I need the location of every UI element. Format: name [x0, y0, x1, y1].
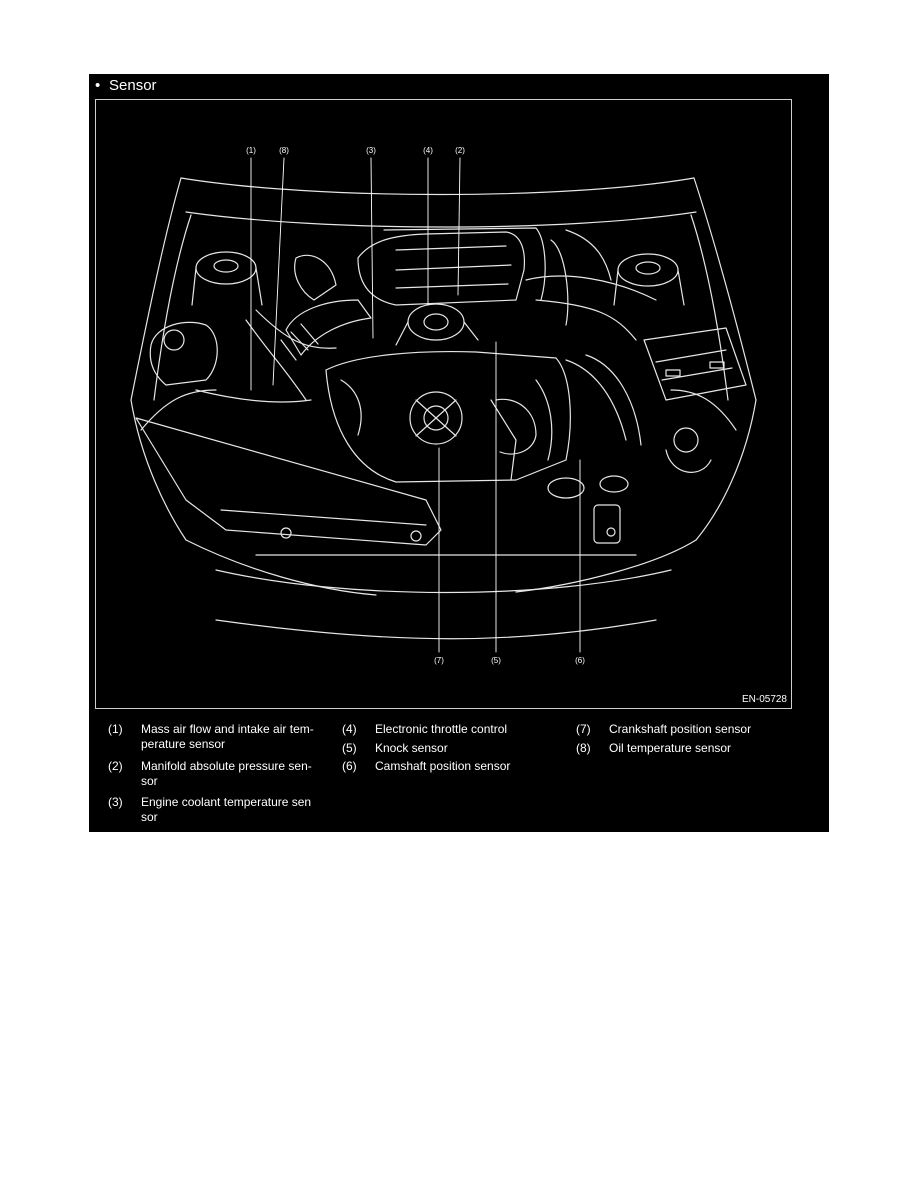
legend-item: (3) Engine coolant temperature sen sor	[108, 795, 316, 825]
legend-number: (1)	[108, 722, 123, 736]
engine-bay-illustration: (1) (8) (3) (4) (2) (7) (5) (6) EN-05728	[95, 99, 792, 709]
callout-label: (1)	[246, 146, 256, 155]
throttle-body	[395, 303, 479, 346]
legend-text: Manifold absolute pressure sen- sor	[141, 759, 312, 788]
legend-number: (8)	[576, 741, 591, 755]
callout-label: (4)	[423, 146, 433, 155]
legend: (1) Mass air flow and intake air tem- pe…	[89, 722, 829, 832]
engine-bay-outline	[130, 177, 757, 640]
legend-item: (2) Manifold absolute pressure sen- sor	[108, 759, 316, 789]
strut-tower-right	[613, 253, 685, 306]
callout-label: (2)	[455, 146, 465, 155]
engine-block	[325, 350, 571, 483]
legend-number: (7)	[576, 722, 591, 736]
bullet: •	[95, 77, 101, 94]
legend-text: Knock sensor	[375, 741, 448, 755]
callout-label: (6)	[575, 656, 585, 665]
figure-id: EN-05728	[741, 694, 787, 705]
strut-tower-left	[191, 251, 263, 306]
legend-number: (2)	[108, 759, 123, 773]
legend-item: (7) Crankshaft position sensor	[576, 722, 784, 737]
legend-text: Mass air flow and intake air tem- peratu…	[141, 722, 314, 751]
legend-number: (3)	[108, 795, 123, 809]
intake-duct	[280, 254, 372, 361]
legend-item: (8) Oil temperature sensor	[576, 741, 784, 756]
legend-text: Engine coolant temperature sen sor	[141, 795, 312, 824]
section-heading: • Sensor	[95, 77, 157, 95]
leader-lines	[250, 157, 581, 653]
legend-text: Crankshaft position sensor	[609, 722, 752, 736]
figure-panel: • Sensor	[89, 74, 829, 832]
legend-item: (6) Camshaft position sensor	[342, 759, 550, 774]
engine-cover	[357, 227, 546, 306]
legend-text: Electronic throttle control	[375, 722, 508, 736]
callout-label: (3)	[366, 146, 376, 155]
callout-label: (7)	[434, 656, 444, 665]
legend-item: (5) Knock sensor	[342, 741, 550, 756]
battery	[643, 327, 747, 401]
radiator-shroud	[135, 417, 621, 546]
legend-number: (5)	[342, 741, 357, 755]
hoses-and-harness	[195, 229, 657, 481]
callout-label: (5)	[491, 656, 501, 665]
legend-number: (4)	[342, 722, 357, 736]
legend-text: Oil temperature sensor	[609, 741, 732, 755]
reservoirs	[149, 321, 712, 499]
legend-text: Camshaft position sensor	[375, 759, 511, 773]
legend-item: (1) Mass air flow and intake air tem- pe…	[108, 722, 316, 752]
section-title: Sensor	[109, 77, 157, 94]
legend-number: (6)	[342, 759, 357, 773]
legend-item: (4) Electronic throttle control	[342, 722, 550, 737]
callout-label: (8)	[279, 146, 289, 155]
